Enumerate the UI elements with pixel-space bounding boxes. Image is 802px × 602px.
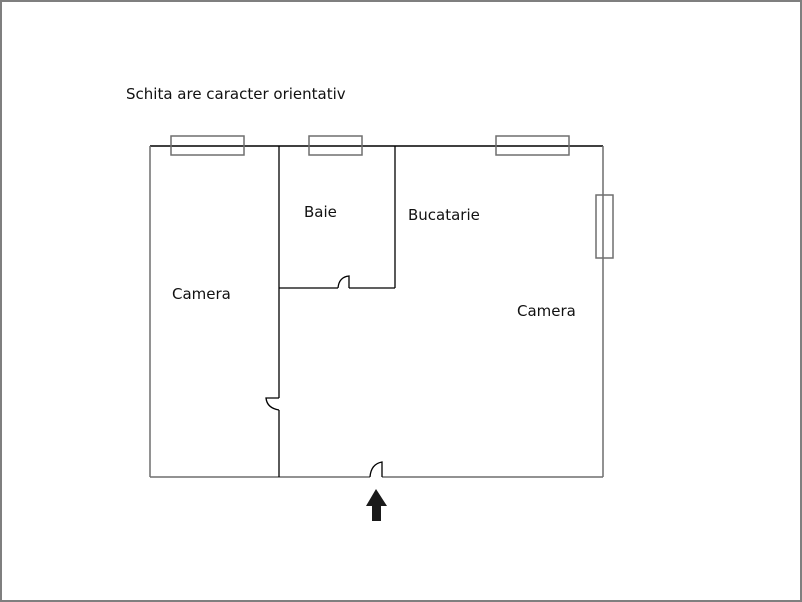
room-label-baie: Baie — [304, 203, 337, 221]
entrance-arrow-icon — [366, 489, 387, 521]
window-bathroom — [308, 135, 363, 156]
outer-walls — [149, 145, 604, 478]
window-left-room — [170, 135, 245, 156]
windows — [170, 135, 614, 259]
doors — [265, 275, 383, 478]
interior-walls — [278, 146, 396, 477]
window-right-room — [595, 194, 614, 259]
entrance-door-icon — [369, 461, 383, 478]
room-label-camera-right: Camera — [517, 302, 576, 320]
room-label-camera-left: Camera — [172, 285, 231, 303]
bathroom-door-icon — [337, 275, 350, 289]
left-room-door-icon — [265, 397, 280, 411]
room-label-bucatarie: Bucatarie — [408, 206, 480, 224]
plan-title: Schita are caracter orientativ — [126, 85, 346, 103]
window-kitchen — [495, 135, 570, 156]
